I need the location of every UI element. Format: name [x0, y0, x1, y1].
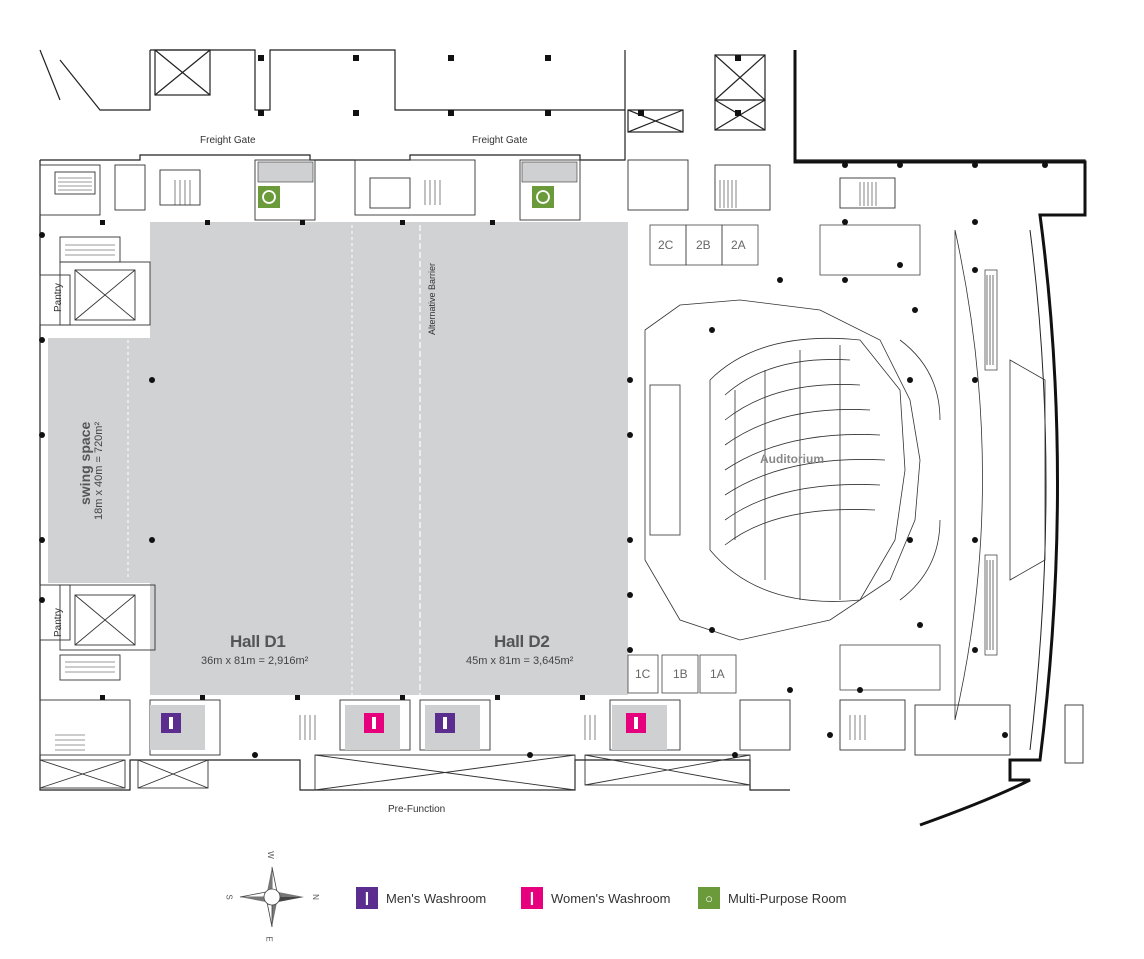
womens-washroom-1	[364, 713, 384, 733]
freight-gate-label-2: Freight Gate	[472, 135, 528, 146]
hall-area	[150, 222, 628, 695]
hall-d2-name: Hall D2	[494, 632, 550, 651]
legend-womens-label: Women's Washroom	[551, 890, 671, 906]
auditorium-seating	[644, 229, 1046, 721]
swing-space-dims: 18m x 40m = 720m²	[93, 421, 105, 520]
pantry-label-bottom: Pantry	[53, 608, 64, 637]
compass-east: E	[264, 936, 274, 942]
mens-washroom-icon: ❙	[356, 887, 378, 909]
pantry-label-top: Pantry	[53, 283, 64, 312]
legend-mens-label: Men's Washroom	[386, 890, 487, 906]
compass-north: N	[310, 894, 320, 900]
compass-rose	[239, 866, 304, 928]
womens-washroom-icon: ❙	[521, 887, 543, 909]
room-2b: 2B	[696, 238, 711, 252]
swing-space-title: swing space	[77, 421, 93, 505]
womens-washroom-2	[626, 713, 646, 733]
legend-womens: ❙ Women's Washroom	[521, 887, 671, 909]
hall-d1-name: Hall D1	[230, 632, 286, 651]
compass-south: S	[224, 894, 234, 900]
hall-d2-dims: 45m x 81m = 3,645m²	[466, 655, 574, 667]
room-1a: 1A	[710, 667, 725, 681]
multipurpose-room-icon: ○	[698, 887, 720, 909]
room-1b: 1B	[673, 667, 688, 681]
auditorium-label: Auditorium	[760, 452, 824, 466]
mens-washroom-2	[435, 713, 455, 733]
multipurpose-room-1	[258, 186, 280, 208]
room-2c: 2C	[658, 238, 674, 252]
alternative-barrier-label: Alternative Barrier	[427, 262, 437, 335]
hall-d1-dims: 36m x 81m = 2,916m²	[201, 655, 309, 667]
legend-mens: ❙ Men's Washroom	[356, 887, 486, 909]
pre-function-label: Pre-Function	[388, 804, 446, 815]
room-2a: 2A	[731, 238, 746, 252]
compass-west: W	[265, 851, 275, 859]
legend-multipurpose: ○ Multi-Purpose Room	[698, 887, 847, 909]
freight-gate-label-1: Freight Gate	[200, 135, 256, 146]
room-1c: 1C	[635, 667, 651, 681]
swing-space-area	[48, 338, 158, 583]
multipurpose-room-2	[532, 186, 554, 208]
legend-multipurpose-label: Multi-Purpose Room	[728, 890, 847, 906]
mens-washroom-1	[161, 713, 181, 733]
